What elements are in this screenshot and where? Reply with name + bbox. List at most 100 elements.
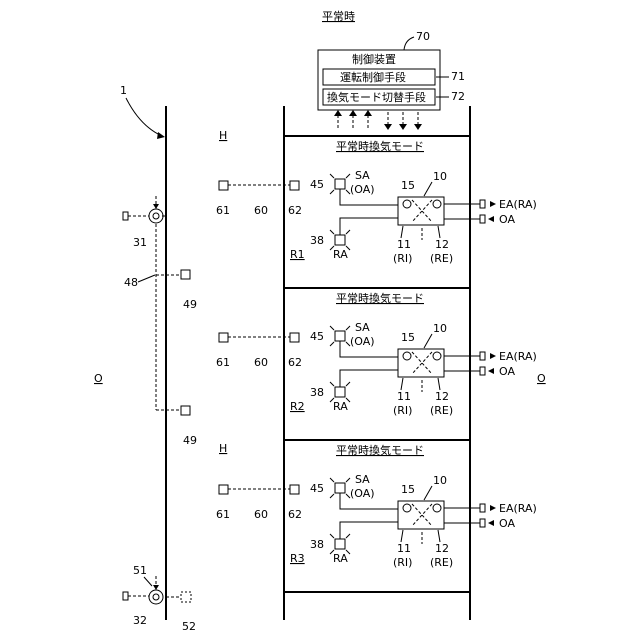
room-label: R3 [290, 552, 305, 565]
bottom-ref: 51 [133, 564, 147, 577]
supply-label: SA [355, 169, 370, 182]
supply-sub: (OA) [350, 183, 375, 196]
supply-outlet-icon [335, 179, 345, 189]
exhaust-duct [340, 522, 400, 539]
unit-ref: 15 [401, 179, 415, 192]
controller-ref: 70 [416, 30, 430, 43]
unit-ref: 15 [401, 483, 415, 496]
controller-leader [404, 37, 414, 50]
oa-label: OA [499, 517, 515, 530]
supply-sub: (OA) [350, 335, 375, 348]
fan-icon-left [403, 352, 411, 360]
port-right-ref: 12 [435, 238, 449, 251]
fan-icon [149, 209, 163, 223]
exhaust-inlet-icon [335, 539, 345, 549]
room-block-3: 平常時換気モード61606245SA(OA)38RA151011(RI)12(R… [216, 443, 537, 569]
indoor-sensor [290, 485, 299, 494]
ea-label: EA(RA) [499, 502, 537, 515]
port-left-ref: 11 [397, 238, 411, 251]
exhaust-label: RA [333, 552, 348, 565]
supply-label: SA [355, 473, 370, 486]
room-block-1: 平常時換気モード61606245SA(OA)38RA151011(RI)12(R… [216, 139, 537, 265]
sensor-52 [181, 592, 191, 602]
fan-icon-left [403, 200, 411, 208]
port-right-ref: 12 [435, 542, 449, 555]
exhaust-label: RA [333, 400, 348, 413]
indoor-sensor-ref: 62 [288, 356, 302, 369]
fan-icon-left [403, 504, 411, 512]
supply-sub: (OA) [350, 487, 375, 500]
port-right-ref: 12 [435, 390, 449, 403]
unit2-ref: 72 [451, 90, 465, 103]
mode-switch-label: 換気モード切替手段 [327, 90, 426, 104]
exhaust-inlet-icon [335, 235, 345, 245]
port-left-sub: (RI) [393, 252, 412, 265]
indoor-sensor-ref: 62 [288, 508, 302, 521]
outdoor-sensor [219, 333, 228, 342]
sensor-49-lower-ref: 49 [183, 434, 197, 447]
fan-icon-bottom [149, 590, 163, 604]
indoor-sensor-ref: 62 [288, 204, 302, 217]
outside-label-left: O [94, 372, 103, 385]
port-left-ref: 11 [397, 390, 411, 403]
shaft-bottom-fan: 51 32 52 [123, 564, 196, 633]
unit-body-ref: 10 [433, 474, 447, 487]
duct-ref: 48 [124, 276, 138, 289]
port-left-sub: (RI) [393, 404, 412, 417]
diagram-title: 平常時 [322, 10, 355, 23]
house-label-bottom: H [219, 442, 227, 455]
supply-ref: 45 [310, 330, 324, 343]
unit-ref: 15 [401, 331, 415, 344]
port-right-sub: (RE) [430, 252, 453, 265]
shaft-top-fan: 31 [123, 196, 166, 249]
unit-body-ref: 10 [433, 322, 447, 335]
exhaust-duct [340, 370, 400, 387]
outdoor-sensor-ref: 61 [216, 204, 230, 217]
port-right-sub: (RE) [430, 404, 453, 417]
sensor-link-ref: 60 [254, 204, 268, 217]
supply-outlet-icon [335, 331, 345, 341]
exhaust-ref: 38 [310, 538, 324, 551]
room-label: R2 [290, 400, 305, 413]
outside-label-right: O [537, 372, 546, 385]
oa-label: OA [499, 365, 515, 378]
exhaust-inlet-icon [335, 387, 345, 397]
outdoor-sensor-ref: 61 [216, 356, 230, 369]
exhaust-ref: 38 [310, 234, 324, 247]
unit1-ref: 71 [451, 70, 465, 83]
controller-block: 制御装置 運転制御手段 換気モード切替手段 70 71 72 [318, 30, 465, 130]
ea-label: EA(RA) [499, 198, 537, 211]
bottom-sensor-ref: 52 [182, 620, 196, 633]
room-blocks: 平常時換気モード61606245SA(OA)38RA151011(RI)12(R… [216, 139, 537, 569]
oa-label: OA [499, 213, 515, 226]
shaft-duct: 48 49 49 [124, 224, 197, 447]
building-ref: 1 [120, 84, 127, 97]
fan-icon-right [433, 504, 441, 512]
intake-port-icon-bottom [123, 592, 128, 600]
exhaust-label: RA [333, 248, 348, 261]
intake-port-icon [123, 212, 128, 220]
supply-ref: 45 [310, 178, 324, 191]
outdoor-sensor-ref: 61 [216, 508, 230, 521]
sensor-link-ref: 60 [254, 356, 268, 369]
exhaust-ref: 38 [310, 386, 324, 399]
building-leader-arrow [157, 132, 165, 139]
room-mode-label: 平常時換気モード [336, 291, 424, 305]
house-label-top: H [219, 129, 227, 142]
fan-icon-right [433, 352, 441, 360]
sensor-49-lower [181, 406, 190, 415]
room-block-2: 平常時換気モード61606245SA(OA)38RA151011(RI)12(R… [216, 291, 537, 417]
sensor-49-upper-ref: 49 [183, 298, 197, 311]
controller-name: 制御装置 [352, 52, 396, 66]
supply-outlet-icon [335, 483, 345, 493]
room-mode-label: 平常時換気モード [336, 443, 424, 457]
ea-label: EA(RA) [499, 350, 537, 363]
control-signal-arrows [334, 110, 422, 130]
bottom-fan-ref: 32 [133, 614, 147, 627]
port-left-ref: 11 [397, 542, 411, 555]
room-mode-label: 平常時換気モード [336, 139, 424, 153]
supply-ref: 45 [310, 482, 324, 495]
port-left-sub: (RI) [393, 556, 412, 569]
sensor-link-ref: 60 [254, 508, 268, 521]
